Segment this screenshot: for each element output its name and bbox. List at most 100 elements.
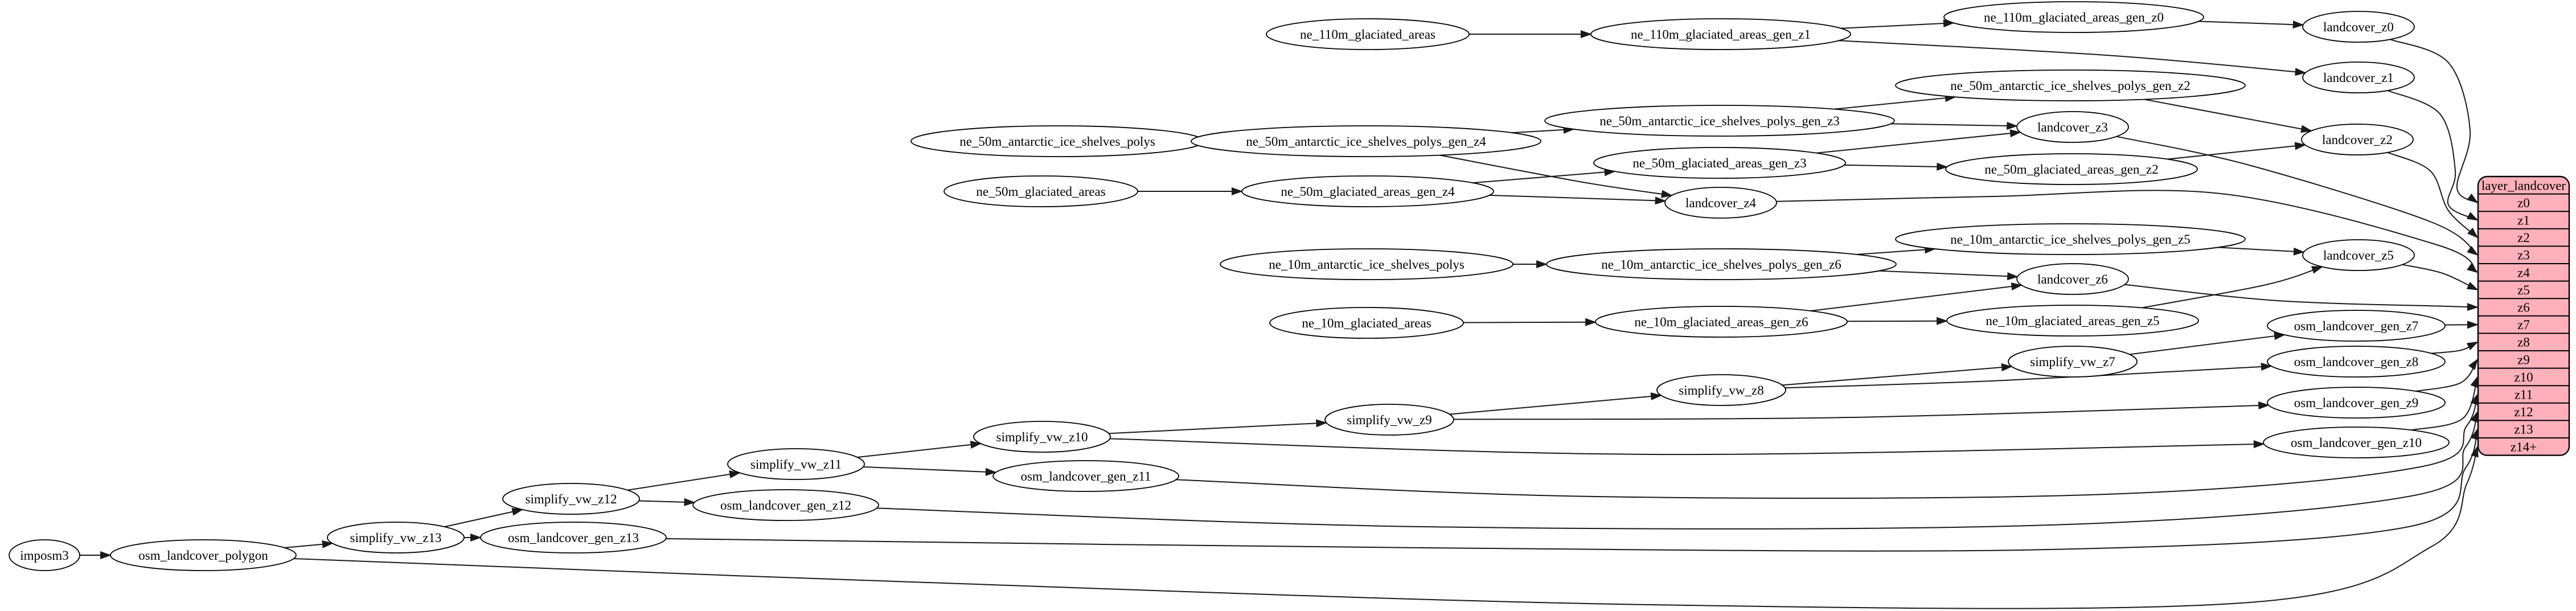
node-ne_50m_glaciated_areas_gen_z4: ne_50m_glaciated_areas_gen_z4 xyxy=(1241,175,1494,207)
node-ellipse xyxy=(9,539,80,571)
node-ellipse xyxy=(2267,387,2446,419)
edge-ne_50m_antarctic_ice_shelves_polys_gen_z3-to-landcover_z3 xyxy=(1890,121,2019,130)
edge-landcover_z1-to-layer_landcover-z1 xyxy=(2387,90,2479,221)
node-osm_landcover_gen_z9: osm_landcover_gen_z9 xyxy=(2267,387,2446,419)
edge-simplify_vw_z12-to-osm_landcover_gen_z12 xyxy=(638,498,696,506)
edge-osm_landcover_gen_z13-to-layer_landcover-z13 xyxy=(666,428,2479,552)
node-label: ne_10m_glaciated_areas_gen_z5 xyxy=(1986,314,2159,328)
node-ne_50m_antarctic_ice_shelves_polys: ne_50m_antarctic_ice_shelves_polys xyxy=(910,125,1204,157)
node-ellipse xyxy=(992,460,1179,492)
edge-simplify_vw_z9-to-simplify_vw_z8 xyxy=(1449,392,1663,415)
node-simplify_vw_z9: simplify_vw_z9 xyxy=(1324,404,1454,436)
edge-osm_landcover_gen_z8-to-layer_landcover-z8 xyxy=(2431,341,2479,354)
node-ellipse xyxy=(110,539,297,571)
edge-ne_50m_antarctic_ice_shelves_polys_gen_z4-to-landcover_z4 xyxy=(1439,154,1673,198)
node-label: landcover_z0 xyxy=(2323,20,2394,34)
node-label: ne_50m_glaciated_areas xyxy=(976,184,1105,199)
node-ellipse xyxy=(480,522,667,553)
node-label: osm_landcover_gen_z7 xyxy=(2294,319,2418,333)
node-ellipse xyxy=(1590,18,1851,50)
layer-landcover-table: layer_landcoverz0z1z2z3z4z5z6z7z8z9z10z1… xyxy=(2477,175,2570,456)
node-landcover_z1: landcover_z1 xyxy=(2302,61,2415,93)
node-label: ne_10m_glaciated_areas_gen_z6 xyxy=(1634,315,1808,329)
table-row-z3: z3 xyxy=(2517,248,2530,263)
table-row-z8: z8 xyxy=(2517,335,2530,350)
node-ne_50m_glaciated_areas_gen_z3: ne_50m_glaciated_areas_gen_z3 xyxy=(1593,147,1846,179)
node-osm_landcover_gen_z13: osm_landcover_gen_z13 xyxy=(480,522,667,553)
node-ne_50m_glaciated_areas: ne_50m_glaciated_areas xyxy=(944,175,1138,207)
node-ellipse xyxy=(2301,124,2414,155)
node-label: ne_10m_antarctic_ice_shelves_polys_gen_z… xyxy=(1950,232,2191,247)
node-label: landcover_z1 xyxy=(2323,71,2394,85)
node-ellipse xyxy=(1546,248,1897,280)
edge-landcover_z2-to-layer_landcover-z2 xyxy=(2387,151,2479,239)
node-label: osm_landcover_gen_z11 xyxy=(1020,469,1151,483)
edge-landcover_z0-to-layer_landcover-z0 xyxy=(2390,39,2479,204)
edge-simplify_vw_z9-to-osm_landcover_gen_z9 xyxy=(1453,401,2270,420)
edge-ne_50m_antarctic_ice_shelves_polys_gen_z2-to-landcover_z2 xyxy=(2144,99,2313,133)
edge-simplify_vw_z12-to-simplify_vw_z11 xyxy=(627,470,741,491)
node-label: simplify_vw_z10 xyxy=(996,430,1088,444)
node-osm_landcover_gen_z11: osm_landcover_gen_z11 xyxy=(992,460,1179,492)
node-ellipse xyxy=(502,483,640,515)
node-label: simplify_vw_z11 xyxy=(750,457,842,471)
node-label: simplify_vw_z9 xyxy=(1347,413,1432,427)
table-row-z0: z0 xyxy=(2517,196,2530,210)
node-label: ne_110m_glaciated_areas xyxy=(1300,27,1435,42)
node-ellipse xyxy=(2008,346,2138,378)
table-row-z12: z12 xyxy=(2514,405,2533,419)
node-ellipse xyxy=(1241,175,1494,207)
edge-ne_50m_glaciated_areas_gen_z4-to-ne_50m_glaciated_areas_gen_z3 xyxy=(1472,168,1616,184)
node-ne_110m_glaciated_areas: ne_110m_glaciated_areas xyxy=(1266,18,1470,50)
edge-simplify_vw_z13-to-simplify_vw_z12 xyxy=(444,507,524,528)
node-label: imposm3 xyxy=(20,548,69,563)
node-ne_50m_antarctic_ice_shelves_polys_gen_z3: ne_50m_antarctic_ice_shelves_polys_gen_z… xyxy=(1544,105,1895,137)
node-ne_10m_antarctic_ice_shelves_polys_gen_z5: ne_10m_antarctic_ice_shelves_polys_gen_z… xyxy=(1895,223,2246,255)
node-label: simplify_vw_z13 xyxy=(350,531,442,545)
node-label: osm_landcover_gen_z8 xyxy=(2294,355,2418,369)
edge-ne_10m_antarctic_ice_shelves_polys_gen_z6-to-ne_10m_antarctic_ice_shelves_polys_gen_z5 xyxy=(1856,245,1937,255)
node-ellipse xyxy=(1656,374,1786,406)
edge-ne_50m_glaciated_areas_gen_z3-to-ne_50m_glaciated_areas_gen_z2 xyxy=(1844,162,1949,171)
node-ellipse xyxy=(2302,11,2415,43)
node-label: landcover_z6 xyxy=(2037,272,2108,286)
node-ellipse xyxy=(727,448,865,480)
edge-osm_landcover_polygon-to-simplify_vw_z13 xyxy=(284,540,334,548)
node-ellipse xyxy=(2267,346,2446,378)
table-row-z14+: z14+ xyxy=(2511,440,2537,454)
node-ellipse xyxy=(2016,111,2129,143)
node-label: landcover_z5 xyxy=(2323,248,2394,263)
node-ellipse xyxy=(1220,248,1513,280)
edge-ne_10m_glaciated_areas_gen_z5-to-landcover_z5 xyxy=(2142,266,2324,309)
node-ne_10m_glaciated_areas: ne_10m_glaciated_areas xyxy=(1269,307,1464,339)
table-row-z7: z7 xyxy=(2517,318,2530,332)
node-label: osm_landcover_gen_z12 xyxy=(720,498,851,512)
node-ellipse xyxy=(1324,404,1454,436)
node-label: osm_landcover_gen_z9 xyxy=(2294,396,2418,410)
node-ne_50m_antarctic_ice_shelves_polys_gen_z2: ne_50m_antarctic_ice_shelves_polys_gen_z… xyxy=(1895,69,2246,101)
edge-ne_50m_glaciated_areas_gen_z2-to-landcover_z2 xyxy=(2167,142,2307,160)
edge-ne_50m_antarctic_ice_shelves_polys_gen_z3-to-ne_50m_antarctic_ice_shelves_polys_gen_z2 xyxy=(1834,94,1956,110)
node-label: ne_50m_glaciated_areas_gen_z3 xyxy=(1632,156,1806,170)
node-label: simplify_vw_z8 xyxy=(1679,383,1764,397)
edge-simplify_vw_z10-to-simplify_vw_z9 xyxy=(1109,419,1328,434)
node-ne_110m_glaciated_areas_gen_z0: ne_110m_glaciated_areas_gen_z0 xyxy=(1943,1,2204,33)
node-simplify_vw_z10: simplify_vw_z10 xyxy=(973,421,1111,453)
node-label: landcover_z2 xyxy=(2322,133,2393,147)
edge-ne_50m_glaciated_areas_gen_z4-to-landcover_z4 xyxy=(1489,194,1667,205)
node-ellipse xyxy=(2302,61,2415,93)
node-osm_landcover_gen_z7: osm_landcover_gen_z7 xyxy=(2267,310,2446,342)
node-label: landcover_z3 xyxy=(2037,120,2108,134)
edge-simplify_vw_z7-to-osm_landcover_gen_z7 xyxy=(2129,332,2286,355)
node-landcover_z6: landcover_z6 xyxy=(2016,263,2129,295)
node-label: ne_50m_glaciated_areas_gen_z2 xyxy=(1984,162,2158,177)
edge-landcover_z3-to-layer_landcover-z3 xyxy=(2116,136,2479,256)
node-label: osm_landcover_gen_z10 xyxy=(2291,436,2422,450)
node-ne_50m_antarctic_ice_shelves_polys_gen_z4: ne_50m_antarctic_ice_shelves_polys_gen_z… xyxy=(1191,125,1541,157)
node-label: ne_10m_glaciated_areas xyxy=(1302,316,1431,330)
node-ellipse xyxy=(1945,153,2198,185)
edge-ne_50m_antarctic_ice_shelves_polys_gen_z4-to-ne_50m_antarctic_ice_shelves_polys_gen_z3 xyxy=(1512,125,1575,134)
node-landcover_z4: landcover_z4 xyxy=(1664,187,1777,219)
